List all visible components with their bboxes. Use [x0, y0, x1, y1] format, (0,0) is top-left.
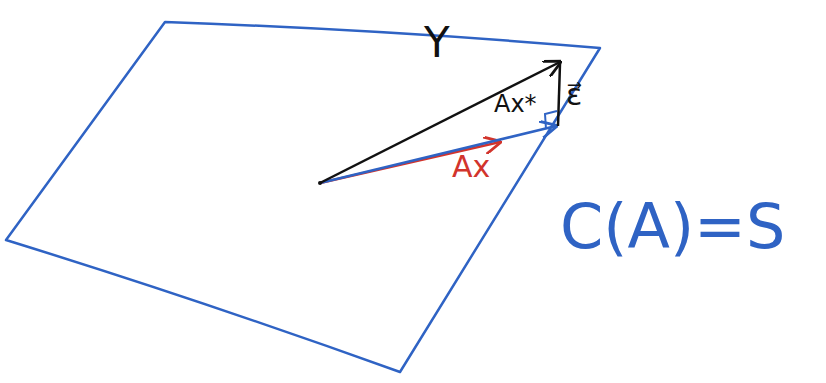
residual-vector	[558, 64, 560, 126]
y-vector	[320, 62, 560, 183]
right-angle-mark	[545, 111, 557, 129]
subspace-plane	[6, 22, 600, 372]
vector-label: Y	[424, 22, 450, 64]
subspace-label: C(A)=S	[560, 196, 785, 258]
ax-star-vector	[320, 126, 556, 183]
origin-dot	[318, 181, 322, 185]
vector-label: ε⃗	[566, 80, 582, 110]
vector-label: Ax*	[494, 92, 537, 116]
vector-label: Ax	[452, 152, 490, 182]
